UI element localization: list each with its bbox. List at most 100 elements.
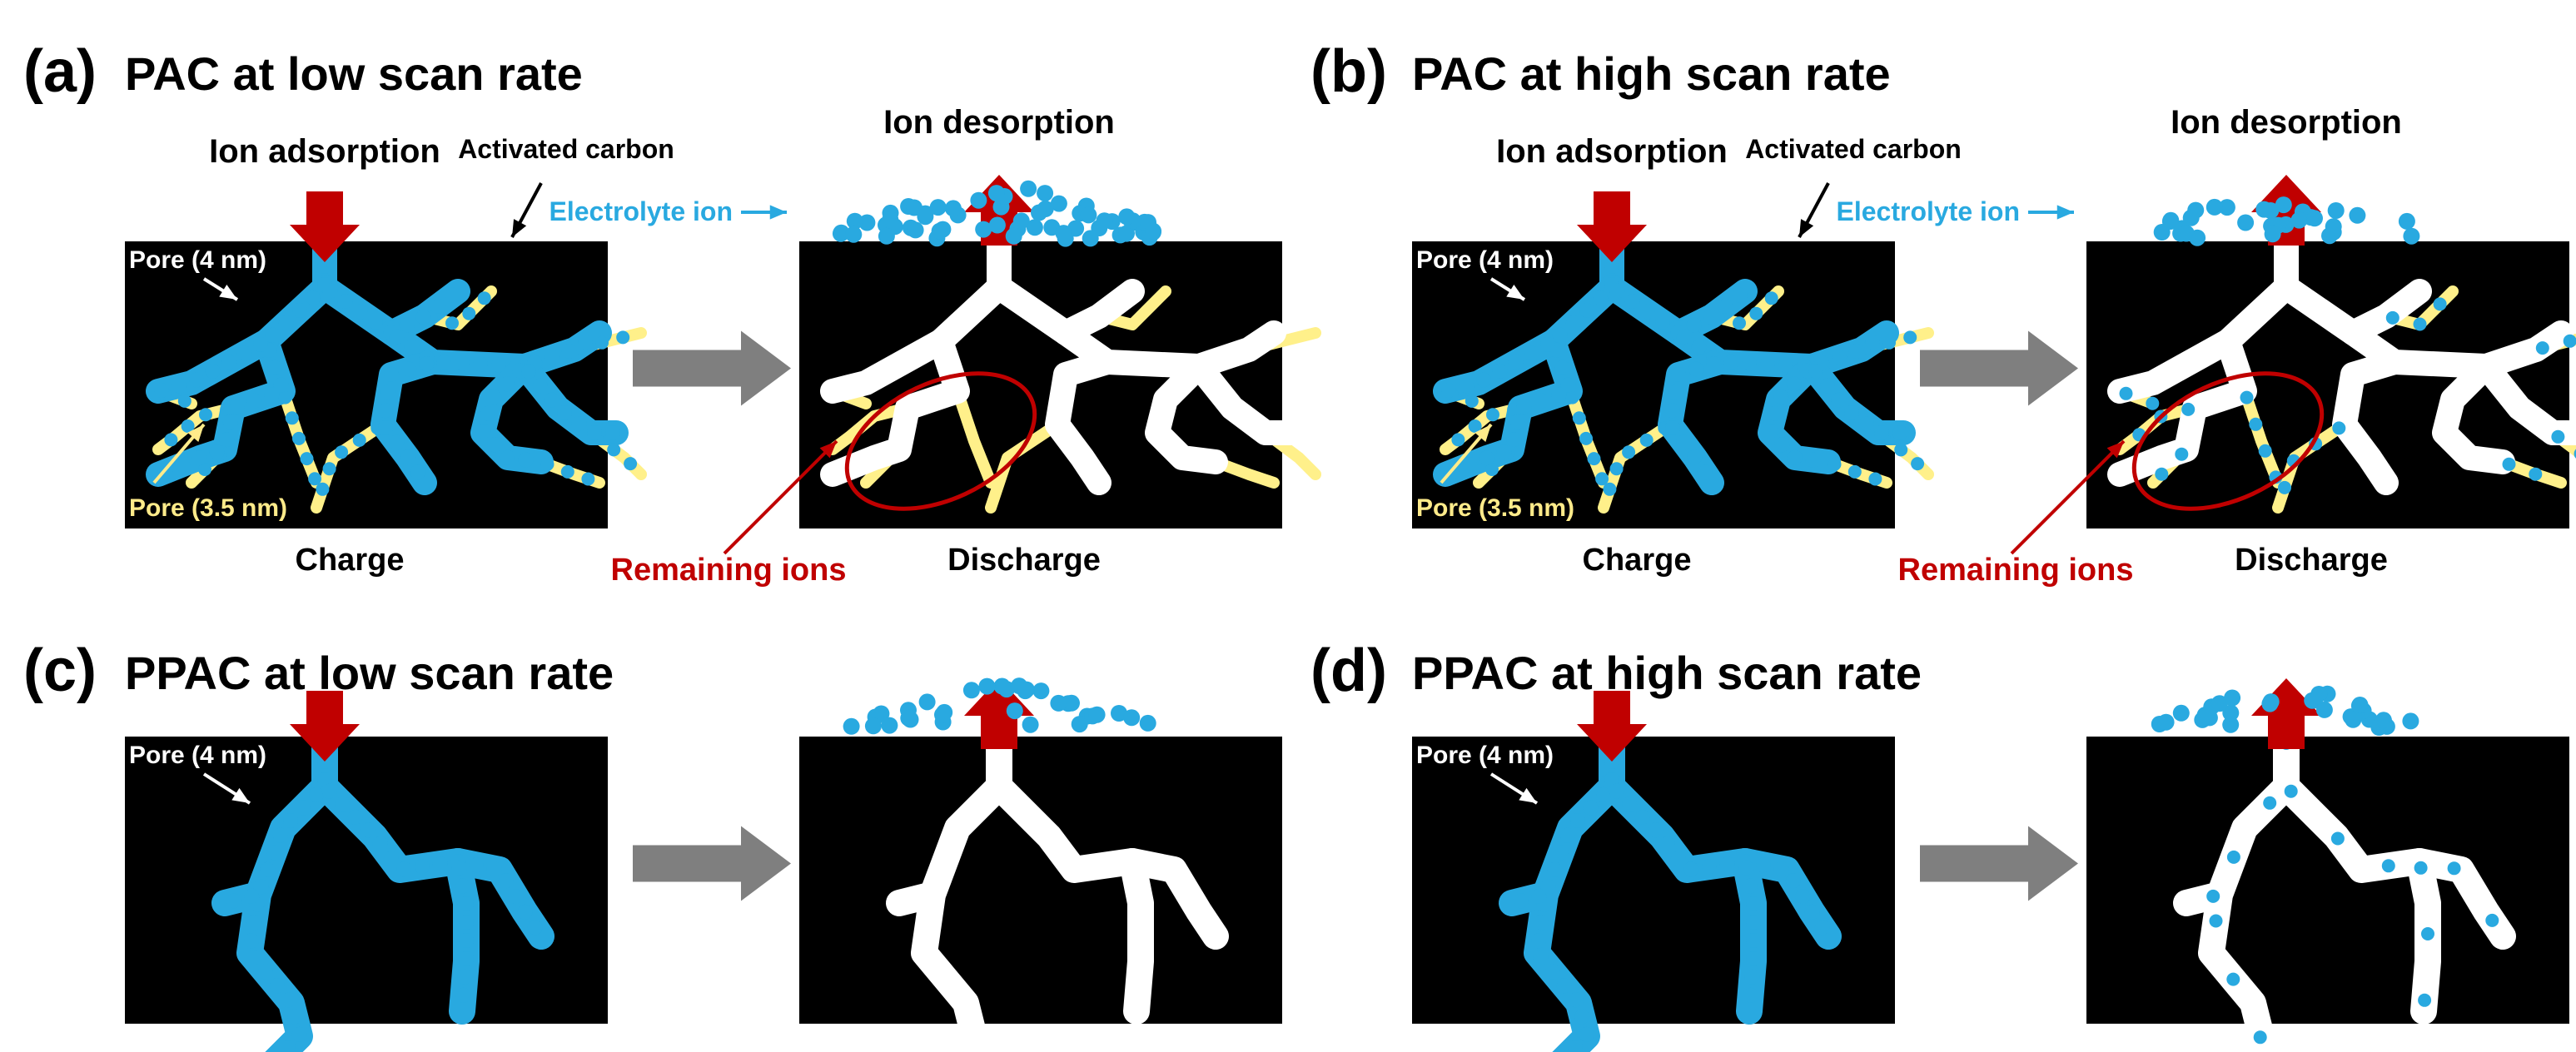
- electrolyte-ion: [1568, 992, 1584, 1008]
- electrolyte-ion: [1828, 457, 1842, 471]
- carbon-pointer: [510, 182, 543, 238]
- ion-dots: [154, 241, 620, 480]
- electrolyte-ion: [987, 185, 1005, 202]
- pore-4nm-pointer: [1489, 772, 1539, 805]
- electrolyte-ion: [917, 205, 934, 222]
- electrolyte-ion: [1749, 306, 1763, 320]
- electrolyte-ion: [486, 861, 502, 876]
- electrolyte-ion: [1082, 230, 1099, 247]
- electrolyte-ion: [1006, 702, 1023, 720]
- electrolyte-ion: [2351, 697, 2369, 713]
- electrolyte-ion: [1778, 357, 1793, 373]
- pore-4nm-pointer: [202, 772, 251, 805]
- electrolyte-ion: [2325, 218, 2342, 236]
- adsorption-arrow: [290, 191, 360, 262]
- electrolyte-ion: [1531, 933, 1547, 949]
- electrolyte-ion: [1559, 827, 1575, 843]
- panel-letter: (d): [1310, 638, 1387, 704]
- electrolyte-ion: [508, 889, 524, 905]
- electrolyte-ion: [1544, 964, 1560, 980]
- electrolyte-ion: [2535, 341, 2549, 355]
- adsorption-arrow: [1577, 191, 1647, 262]
- electrolyte-ion: [472, 356, 488, 372]
- electrolyte-ion: [278, 390, 292, 404]
- electrolyte-ion: [1012, 212, 1030, 230]
- electrolyte-ion: [1676, 329, 1692, 345]
- electrolyte-ion: [317, 259, 332, 274]
- electrolyte-ion: [244, 888, 260, 904]
- ion-cloud: [2153, 196, 2420, 246]
- electrolyte-ion-label: Electrolyte ion: [1837, 196, 2021, 226]
- electrolyte-ion: [1814, 920, 1830, 935]
- electrolyte-ion: [2153, 224, 2171, 241]
- electrolyte-ion: [1572, 411, 1586, 425]
- electrolyte-ion: [2574, 449, 2576, 459]
- ion-desorption-label: Ion desorption: [883, 104, 1115, 141]
- ion-adsorption-label: Ion adsorption: [1496, 133, 1728, 170]
- electrolyte-ion: [1111, 705, 1127, 722]
- electrolyte-ion: [1659, 836, 1675, 851]
- electrolyte-ion: [267, 360, 283, 375]
- electrolyte-ion: [281, 1040, 296, 1052]
- electrolyte-ion: [383, 851, 399, 866]
- electrolyte-ion: [2119, 386, 2133, 400]
- electrolyte-ion: [605, 425, 620, 440]
- electrolyte-ion: [1485, 463, 1499, 476]
- electrolyte-ion: [396, 861, 412, 877]
- electrolyte-ion: [469, 857, 484, 873]
- activated-carbon-label: Activated carbon: [458, 134, 674, 164]
- electrolyte-ion: [455, 987, 471, 1003]
- electrolyte-ion: [2209, 914, 2223, 928]
- electrolyte-ion: [246, 950, 261, 965]
- electrolyte-ion: [1665, 420, 1680, 435]
- electrolyte-ion: [1552, 327, 1568, 343]
- electrolyte-ion: [1723, 355, 1738, 370]
- electrolyte-ion: [2403, 227, 2420, 245]
- electrolyte-ion: [2485, 913, 2499, 927]
- electrolyte-ion: [907, 221, 924, 239]
- discharge-box: [799, 737, 1282, 1052]
- electrolyte-ion: [2249, 417, 2263, 431]
- electrolyte-ion: [1774, 437, 1790, 453]
- ion-cloud: [832, 180, 1162, 247]
- carbon-block: [2086, 737, 2569, 1024]
- electrolyte-ion: [2327, 202, 2345, 219]
- electrolyte-ion: [1624, 294, 1640, 309]
- electrolyte-ion: [1865, 335, 1880, 350]
- electrolyte-ion: [2275, 196, 2292, 214]
- electrolyte-ion: [1639, 433, 1654, 447]
- electrolyte-ion: [1570, 813, 1585, 828]
- electrolyte-ion: [451, 860, 467, 876]
- charge-label: Charge: [1583, 543, 1692, 578]
- pore-4nm-pointer: [202, 277, 239, 301]
- electrolyte-ion: [2381, 859, 2395, 873]
- electrolyte-ion: [858, 214, 876, 231]
- electrolyte-ion: [1123, 709, 1141, 727]
- electrolyte-ion: [1911, 457, 1925, 471]
- electrolyte-ion: [1687, 449, 1703, 465]
- electrolyte-ion: [881, 717, 898, 734]
- electrolyte-ion: [1686, 317, 1702, 333]
- electrolyte-ion: [2421, 927, 2434, 940]
- panel-title: PAC at low scan rate: [125, 47, 583, 100]
- electrolyte-ion: [164, 433, 178, 447]
- electrolyte-ion: [410, 464, 425, 480]
- electrolyte-ion: [2345, 711, 2362, 728]
- electrolyte-ion: [1604, 772, 1619, 787]
- electrolyte-ion: [1759, 356, 1775, 372]
- electrolyte-ion: [843, 717, 860, 735]
- electrolyte-ion: [2206, 889, 2220, 903]
- electrolyte-ion: [1560, 377, 1576, 393]
- activated-carbon-label: Activated carbon: [1745, 134, 1962, 164]
- electrolyte-ion: [1763, 424, 1778, 439]
- electrolyte-ion: [322, 462, 336, 476]
- electrolyte-ion: [1579, 431, 1593, 445]
- electrolyte-pointer: [741, 205, 787, 220]
- remaining-ions-circle: [844, 371, 1037, 511]
- electrolyte-ion: [2222, 704, 2240, 722]
- electrolyte-ion: [1882, 335, 1896, 350]
- electrolyte-ion: [1732, 287, 1748, 303]
- electrolyte-ion: [378, 420, 393, 435]
- electrolyte-ion: [1540, 879, 1556, 895]
- electrolyte-ion: [2224, 689, 2241, 707]
